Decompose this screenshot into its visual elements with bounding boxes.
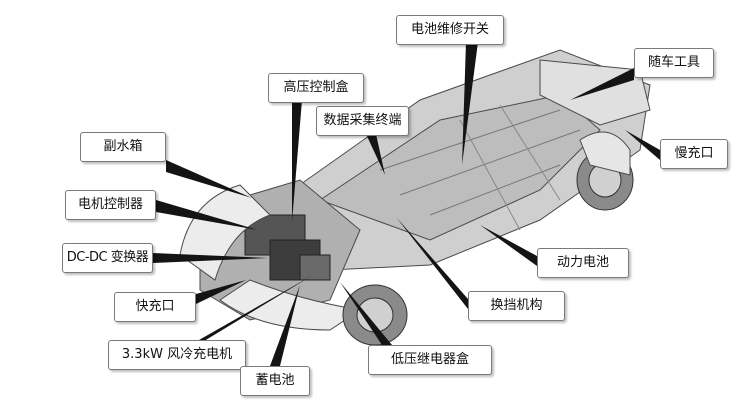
leader-high-voltage-box <box>292 100 302 222</box>
label-fast-charge-port: 快充口 <box>114 292 196 322</box>
label-battery-service-switch: 电池维修开关 <box>396 15 504 45</box>
label-power-battery: 动力电池 <box>537 248 629 278</box>
label-dcdc-converter: DC-DC 变换器 <box>62 243 153 273</box>
label-low-voltage-relay-box: 低压继电器盒 <box>368 345 492 375</box>
label-air-cooled-charger: 3.3kW 风冷充电机 <box>108 340 246 370</box>
label-auxiliary-tank: 副水箱 <box>80 132 166 162</box>
label-motor-controller: 电机控制器 <box>65 190 156 220</box>
leader-battery-service-switch <box>462 42 478 165</box>
leader-fast-charge-port <box>196 280 246 304</box>
leader-dcdc-converter <box>153 253 268 263</box>
leader-storage-battery <box>270 285 300 366</box>
label-slow-charge-port: 慢充口 <box>660 139 728 169</box>
label-data-collection-terminal: 数据采集终端 <box>316 106 409 136</box>
front-wheel <box>342 284 408 346</box>
leader-slow-charge-port <box>625 130 660 160</box>
leader-power-battery <box>480 225 537 266</box>
leader-motor-controller <box>156 200 258 230</box>
leader-data-collection-terminal <box>366 134 385 175</box>
leader-onboard-tools <box>570 68 634 100</box>
leader-low-voltage-relay-box <box>340 282 392 345</box>
leader-lines <box>153 42 660 366</box>
label-shift-mechanism: 换挡机构 <box>468 291 565 321</box>
battery-pack <box>318 94 601 241</box>
label-high-voltage-box: 高压控制盒 <box>268 73 364 103</box>
leader-shift-mechanism <box>396 217 468 309</box>
leader-auxiliary-tank <box>166 160 252 198</box>
label-storage-battery: 蓄电池 <box>240 366 310 396</box>
leader-air-cooled-charger <box>186 275 313 352</box>
label-onboard-tools: 随车工具 <box>634 48 714 78</box>
chassis-drawing <box>179 49 651 346</box>
